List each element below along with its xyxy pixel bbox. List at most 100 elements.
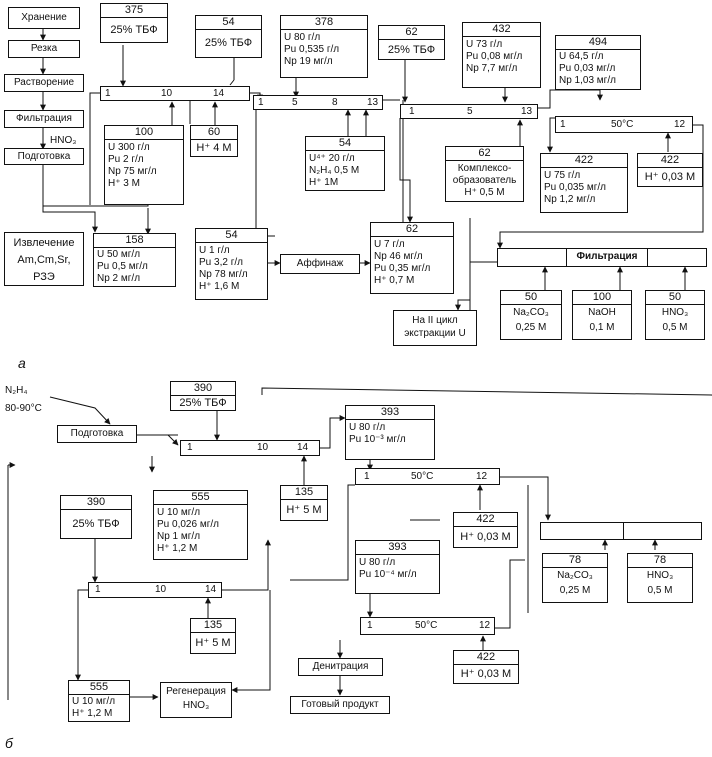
panel-b-label: б xyxy=(5,735,13,751)
stage-label: 1 xyxy=(364,471,370,482)
stream-line: NaOH xyxy=(588,307,616,318)
regeneration-line: Регенерация xyxy=(166,686,226,697)
stream-number: 375 xyxy=(101,4,167,18)
stream-line: HNO₃ xyxy=(646,570,674,581)
stage-label: 5 xyxy=(292,97,298,108)
step-label: Фильтрация xyxy=(16,113,72,124)
stream-422-b-bottom: 422 H⁺ 0,03 M xyxy=(453,650,519,684)
stream-line: H⁺ 0,03 M xyxy=(460,668,512,680)
stream-line: Np 1,2 мг/л xyxy=(544,194,596,205)
stream-number: 50 xyxy=(646,291,704,305)
stream-100-naoh: 100 NaOH 0,1 M xyxy=(572,290,632,340)
stream-62-tbp: 62 25% ТБФ xyxy=(378,25,445,60)
stream-line: U 80 г/л xyxy=(284,32,321,43)
stream-422-b-top: 422 H⁺ 0,03 M xyxy=(453,512,518,548)
extract-line: Am,Cm,Sr, xyxy=(17,254,71,266)
stream-78-nitric: 78 HNO₃ 0,5 M xyxy=(627,553,693,603)
step-label: Растворение xyxy=(13,77,75,88)
b-column-1: 1 10 14 xyxy=(180,440,320,456)
step-dissolution: Растворение xyxy=(4,74,84,92)
stream-line: U 80 г/л xyxy=(349,422,386,433)
denitration-box: Денитрация xyxy=(298,658,383,676)
stream-60: 60 H⁺ 4 M xyxy=(190,125,238,157)
stream-number: 494 xyxy=(556,36,640,50)
stream-number: 158 xyxy=(94,234,175,248)
stream-line: Np 19 мг/л xyxy=(284,56,333,67)
stream-number: 78 xyxy=(628,554,692,568)
filtration-unit: Фильтрация xyxy=(497,248,707,267)
stage-label: 14 xyxy=(297,442,309,453)
stream-number: 393 xyxy=(346,406,434,420)
stream-line: 0,5 M xyxy=(647,585,673,596)
stream-number: 135 xyxy=(281,486,327,500)
stage-label: 12 xyxy=(674,119,686,130)
step-filtration: Фильтрация xyxy=(4,110,84,128)
extraction-column-2: 1 5 8 13 xyxy=(253,95,383,110)
stream-422-product: 422 U 75 г/л Pu 0,035 мг/л Np 1,2 мг/л xyxy=(540,153,628,213)
stream-393-mid: 393 U 80 г/л Pu 10⁻⁴ мг/л xyxy=(355,540,440,594)
b-column-2: 1 50°C 12 xyxy=(355,468,500,485)
stream-number: 393 xyxy=(356,541,439,555)
step-label: Подготовка xyxy=(17,151,71,162)
stream-line: Np 75 мг/л xyxy=(108,166,157,177)
stream-555-bottom: 555 U 10 мг/л H⁺ 1,2 M xyxy=(68,680,130,722)
stage-label: 50°C xyxy=(611,119,634,130)
stream-number: 555 xyxy=(69,681,129,695)
stream-line: Np 1 мг/л xyxy=(157,531,201,542)
stream-line: Na₂CO₃ xyxy=(513,307,549,318)
hno3-label: HNO₃ xyxy=(50,135,77,146)
stream-line: HNO₃ xyxy=(661,307,689,318)
stage-label: 10 xyxy=(257,442,269,453)
final-product-box: Готовый продукт xyxy=(290,696,390,714)
affinage-label: Аффинаж xyxy=(296,258,344,269)
stream-line: Pu 0,035 мг/л xyxy=(544,182,606,193)
step-label: Резка xyxy=(30,43,58,54)
stream-line: 0,1 M xyxy=(589,322,615,333)
b-treatment-unit xyxy=(540,522,702,540)
stage-label: 12 xyxy=(479,620,491,631)
stream-number: 62 xyxy=(371,223,453,237)
stream-line: H⁺ 4 M xyxy=(196,142,232,154)
stage-label: 10 xyxy=(161,88,173,99)
stream-line: Pu 2 г/л xyxy=(108,154,144,165)
stream-number: 422 xyxy=(541,154,627,168)
step-storage: Хранение xyxy=(8,7,80,29)
stream-number: 432 xyxy=(463,23,540,37)
prep-label: Подготовка xyxy=(70,428,124,439)
extraction-column-4: 1 50°C 12 xyxy=(555,116,693,133)
stream-line: H⁺ 5 M xyxy=(195,637,231,649)
step-label: Хранение xyxy=(21,12,67,23)
stage-label: 50°C xyxy=(411,471,434,482)
stream-line: Pu 0,35 мг/л xyxy=(374,263,431,274)
stream-line: U 10 мг/л xyxy=(72,696,116,707)
stream-number: 135 xyxy=(191,619,235,633)
stream-line: U 300 г/л xyxy=(108,142,150,153)
temperature-label: 80-90°C xyxy=(5,403,42,414)
extract-line: Извлечение xyxy=(13,237,75,249)
stream-54-waste: 54 U 1 г/л Pu 3,2 г/л Np 78 мг/л H⁺ 1,6 … xyxy=(195,228,268,300)
stream-line: Pu 0,535 г/л xyxy=(284,44,340,55)
extraction-box: Извлечение Am,Cm,Sr, РЗЭ xyxy=(4,232,84,286)
stage-label: 1 xyxy=(95,584,101,595)
regeneration-line: HNO₃ xyxy=(182,700,210,711)
stage-label: 1 xyxy=(258,97,264,108)
stream-line: H⁺ 1,2 M xyxy=(72,708,113,719)
stream-line: H⁺ 1M xyxy=(309,177,339,188)
stream-number: 62 xyxy=(446,147,523,161)
stream-62-complexing: 62 Комплексо- образователь H⁺ 0,5 M xyxy=(445,146,524,202)
stream-line: H⁺ 1,2 M xyxy=(157,543,198,554)
extract-line: РЗЭ xyxy=(33,271,55,283)
stream-line: Np 78 мг/л xyxy=(199,269,248,280)
stream-line: Np 46 мг/л xyxy=(374,251,423,262)
stream-393-top: 393 U 80 г/л Pu 10⁻³ мг/л xyxy=(345,405,435,460)
stream-line: Pu 10⁻⁴ мг/л xyxy=(359,569,417,580)
stream-line: H⁺ 5 M xyxy=(286,504,322,516)
stream-378: 378 U 80 г/л Pu 0,535 г/л Np 19 мг/л xyxy=(280,15,368,78)
stream-135-top: 135 H⁺ 5 M xyxy=(280,485,328,521)
stream-54-reductant: 54 U⁴⁺ 20 г/л N₂H₄ 0,5 M H⁺ 1M xyxy=(305,136,385,191)
stream-50-nitric: 50 HNO₃ 0,5 M xyxy=(645,290,705,340)
regeneration-box: Регенерация HNO₃ xyxy=(160,682,232,718)
extraction-column-1: 1 10 14 xyxy=(100,86,250,101)
step-preparation: Подготовка xyxy=(4,148,84,165)
